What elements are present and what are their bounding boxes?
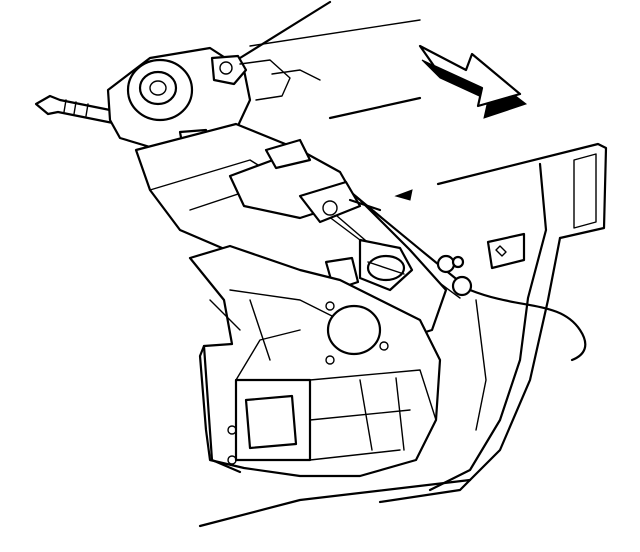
- turn-signal-lever: [34, 94, 122, 126]
- floor-line: [198, 478, 472, 528]
- steering-column: [134, 122, 448, 342]
- direction-arrow: [418, 44, 528, 119]
- dash-panel: [238, 0, 608, 504]
- column-support-bracket: [188, 244, 442, 478]
